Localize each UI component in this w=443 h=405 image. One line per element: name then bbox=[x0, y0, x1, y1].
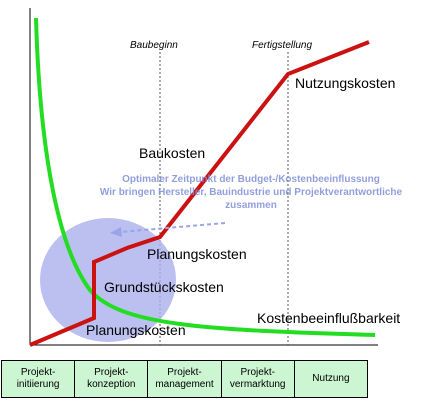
note-arrow bbox=[119, 222, 226, 233]
phase-marketing: Projekt- vermarktung bbox=[221, 361, 295, 397]
phase-conception: Projekt- konzeption bbox=[75, 361, 149, 397]
note-line-2: Wir bringen Hersteller, Bauindustrie und… bbox=[99, 187, 403, 198]
optimal-timing-note: Optimaler Zeitpunkt der Budget-/Kostenbe… bbox=[58, 173, 443, 212]
influence-curve bbox=[34, 17, 376, 337]
label-planning-costs-lower: Planungskosten bbox=[86, 322, 186, 338]
phase-initiation: Projekt- initiierung bbox=[2, 361, 76, 397]
label-planning-costs-upper: Planungskosten bbox=[147, 246, 247, 262]
planning-phase-ellipse bbox=[40, 218, 176, 342]
note-line-3: zusammen bbox=[225, 200, 277, 211]
note-arrow-head bbox=[110, 227, 122, 237]
label-land-costs: Grundstückskosten bbox=[104, 279, 224, 295]
label-cost-influence: Kostenbeeinflußbarkeit bbox=[257, 310, 401, 326]
milestone-completion: Fertigstellung bbox=[252, 40, 313, 51]
note-line-1: Optimaler Zeitpunkt der Budget-/Kostenbe… bbox=[122, 174, 380, 185]
phase-management: Projekt- management bbox=[148, 361, 222, 397]
phase-bar: Projekt- initiierung Projekt- konzeption… bbox=[1, 360, 368, 398]
cost-curve bbox=[29, 40, 370, 347]
phase-usage: Nutzung bbox=[294, 361, 368, 397]
milestone-construction-start: Baubeginn bbox=[130, 40, 178, 51]
label-construction-costs: Baukosten bbox=[139, 145, 206, 161]
label-usage-costs: Nutzungskosten bbox=[295, 75, 396, 91]
